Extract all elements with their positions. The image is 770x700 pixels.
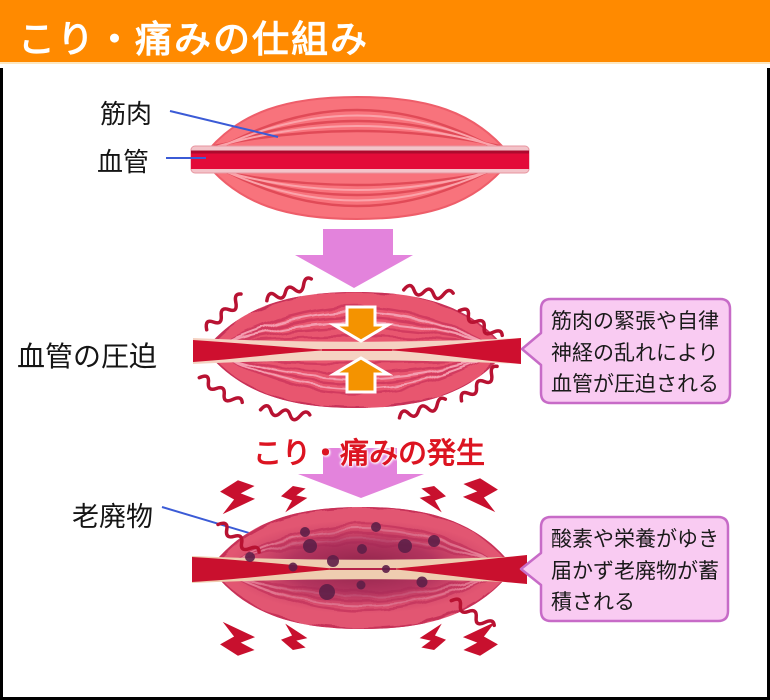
blood-vessel-starved bbox=[192, 555, 527, 584]
label-pain-onset: こり・痛みの発生 bbox=[253, 438, 486, 470]
callout-1-text: 筋肉の緊張や自律 神経の乱れにより 血管が圧迫される bbox=[551, 310, 719, 396]
label-waste: 老廃物 bbox=[72, 502, 153, 532]
callout-2-text: 酸素や栄養がゆき 届かず老廃物が蓄 積される bbox=[551, 528, 719, 614]
blood-vessel-compressed bbox=[193, 338, 521, 364]
muscle-tense-illustration bbox=[193, 292, 521, 408]
callout-bubbles bbox=[519, 297, 732, 623]
blood-vessel-normal bbox=[190, 145, 530, 174]
waste-dots bbox=[245, 522, 440, 600]
compress-down-arrow bbox=[328, 305, 394, 343]
compress-up-arrow bbox=[328, 356, 394, 394]
flow-down-arrow-1 bbox=[295, 229, 413, 288]
label-muscle: 筋肉 bbox=[100, 99, 153, 129]
page-title: こり・痛みの仕組み bbox=[18, 19, 369, 60]
content-frame bbox=[0, 68, 770, 700]
label-vessel: 血管 bbox=[97, 147, 150, 177]
header-bar: こり・痛みの仕組み bbox=[0, 0, 770, 62]
label-vessel-compression: 血管の圧迫 bbox=[17, 341, 158, 372]
muscle-waste-illustration bbox=[192, 507, 527, 629]
muscle-normal-illustration bbox=[190, 95, 530, 221]
callout-1-bubble bbox=[520, 297, 732, 405]
flow-down-arrow-2 bbox=[298, 448, 424, 498]
compression-arrows bbox=[328, 305, 394, 394]
callout-2-bubble bbox=[519, 515, 730, 623]
